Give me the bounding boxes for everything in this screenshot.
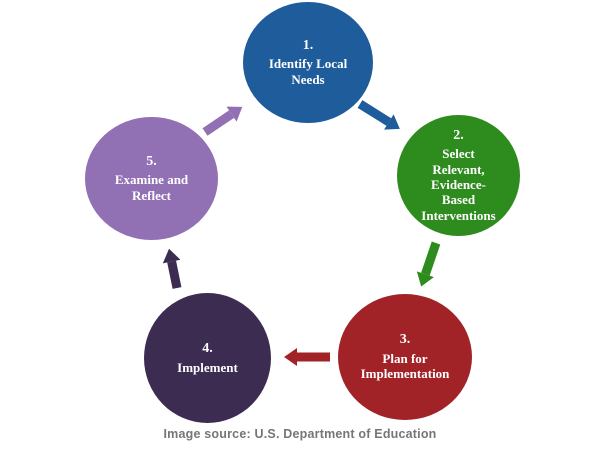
step-circle-2: 2. Select Relevant, Evidence- Based Inte… bbox=[397, 115, 520, 236]
arrow-4-to-5-icon bbox=[162, 248, 182, 289]
step-3-label: Plan for Implementation bbox=[360, 350, 450, 382]
arrow-2-to-3-icon bbox=[416, 241, 441, 287]
step-5-number: 5. bbox=[146, 153, 157, 169]
step-1-label: Identify Local Needs bbox=[268, 56, 348, 87]
step-4-label: Implement bbox=[177, 359, 238, 375]
arrow-5-to-1-icon bbox=[202, 106, 243, 136]
arrow-1-to-2-icon bbox=[357, 100, 400, 130]
step-1-number: 1. bbox=[302, 37, 314, 53]
step-2-label: Select Relevant, Evidence- Based Interve… bbox=[421, 146, 496, 223]
step-3-number: 3. bbox=[399, 332, 411, 348]
image-source-caption: Image source: U.S. Department of Educati… bbox=[163, 427, 437, 441]
step-5-label: Examine and Reflect bbox=[114, 172, 189, 203]
step-2-number: 2. bbox=[453, 127, 464, 143]
arrow-3-to-4-icon bbox=[284, 348, 330, 366]
step-circle-3: 3. Plan for Implementation bbox=[338, 294, 472, 420]
step-circle-4: 4. Implement bbox=[144, 293, 271, 423]
step-4-number: 4. bbox=[202, 341, 213, 357]
step-circle-1: 1. Identify Local Needs bbox=[243, 2, 373, 123]
step-circle-5: 5. Examine and Reflect bbox=[85, 117, 218, 240]
